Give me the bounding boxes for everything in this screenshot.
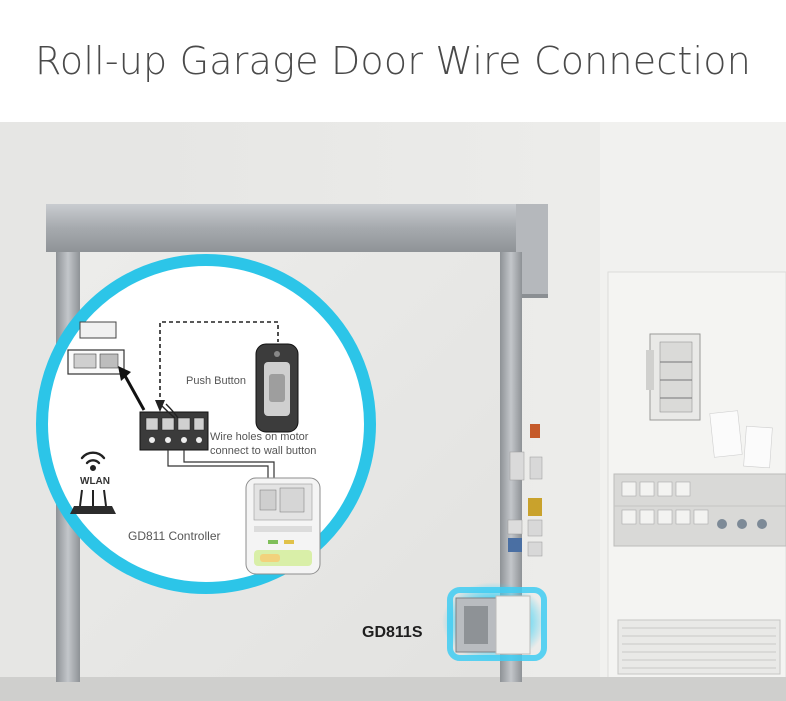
- gd811-controller: [245, 477, 321, 575]
- device-label: GD811S: [362, 624, 423, 641]
- controller-label: GD811 Controller: [128, 529, 220, 543]
- push-button-device: [255, 343, 299, 433]
- wire-holes-line1: Wire holes on motor: [210, 431, 309, 443]
- gd811s-device: [495, 595, 531, 655]
- wire-holes-line2: connect to wall button: [210, 445, 316, 457]
- router-icon: [70, 489, 116, 514]
- push-button-label: Push Button: [186, 375, 246, 387]
- motor-unit: [67, 321, 125, 375]
- vent-grille: [617, 619, 781, 675]
- wlan-label: WLAN: [80, 476, 110, 487]
- connection-arrow: [122, 373, 146, 411]
- garage-scene: GD811S Push Button Wire holes on motor c…: [0, 122, 786, 701]
- terminal-block: [139, 403, 209, 451]
- page-title: Roll-up Garage Door Wire Connection: [35, 39, 751, 83]
- door-header: [46, 204, 516, 252]
- dashed-wire: [159, 321, 279, 404]
- wifi-icon: [80, 451, 106, 472]
